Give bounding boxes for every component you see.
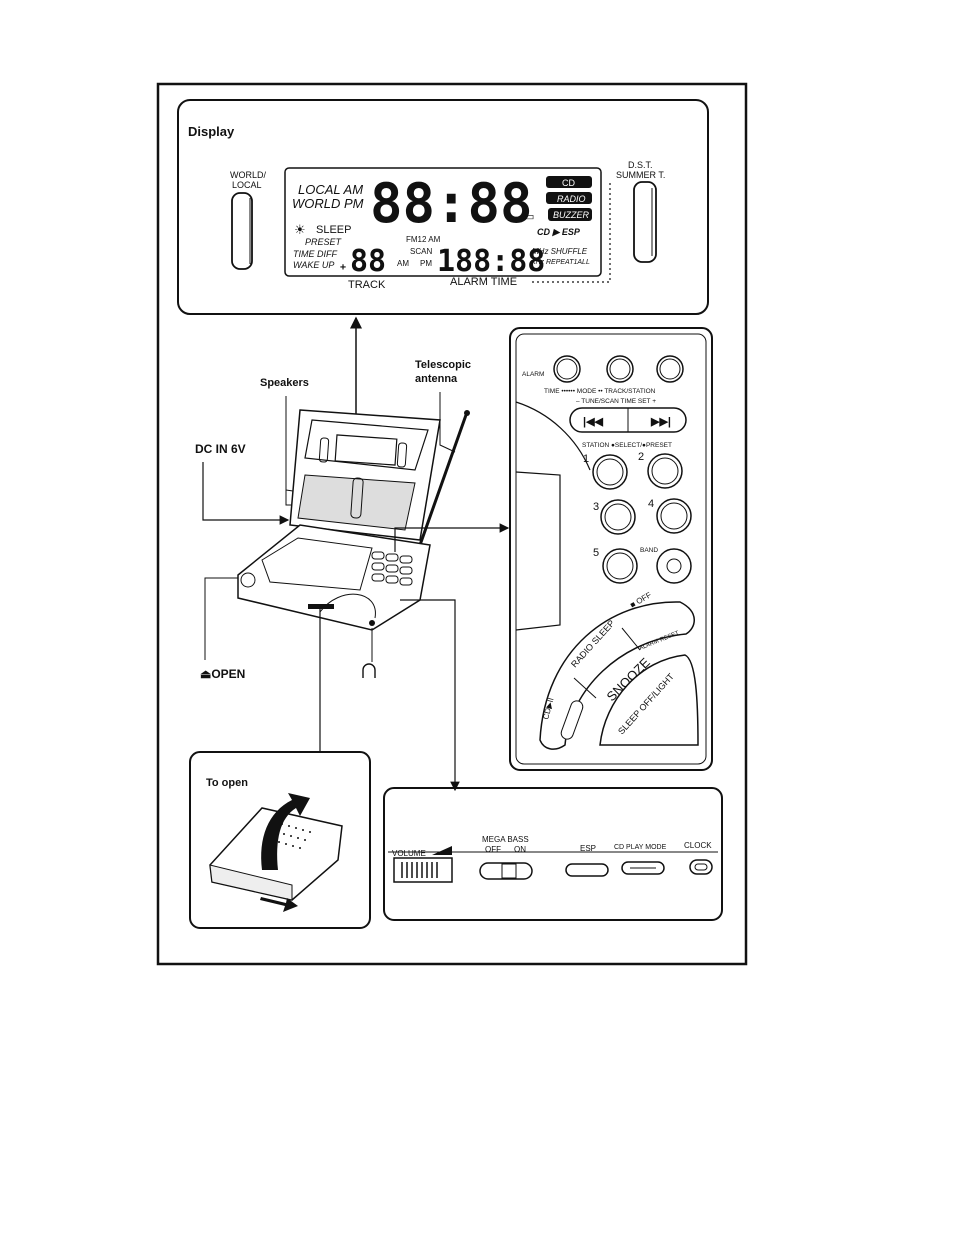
- cd-play-mode-label: CD PLAY MODE: [614, 844, 667, 851]
- preset-1-label: 1: [583, 453, 589, 465]
- display-title: Display: [188, 124, 235, 139]
- preset-3-button[interactable]: [600, 499, 636, 535]
- alarm-time-label: ALARM TIME: [450, 276, 517, 288]
- telescopic-label-1: Telescopic: [415, 359, 471, 371]
- track-station-button[interactable]: [656, 355, 684, 383]
- open-label: ⏏OPEN: [200, 667, 245, 681]
- lcd-world-pm: WORLD PM: [292, 196, 364, 211]
- esp-label: ESP: [580, 844, 596, 853]
- dst-label-2: SUMMER T.: [616, 170, 665, 180]
- clock-button[interactable]: [689, 859, 713, 875]
- time-mode-label: TIME •••••• MODE •• TRACK/STATION: [544, 388, 656, 395]
- display-panel: Display WORLD/ LOCAL D.S.T. SUMMER T. LO…: [177, 99, 709, 315]
- world-local-label-1: WORLD/: [230, 170, 266, 180]
- lcd-cd-esp: CD ▶ ESP: [537, 227, 581, 237]
- volume-wheel[interactable]: [393, 857, 453, 883]
- skip-back-icon[interactable]: |◀◀: [583, 416, 604, 428]
- lcd-mhz-shuffle: MHz SHUFFLE: [532, 247, 588, 256]
- esp-button[interactable]: [565, 863, 609, 877]
- lcd-local-am: LOCAL AM: [298, 182, 363, 197]
- lcd-freq-digits: 188:88: [437, 244, 545, 279]
- lcd-scan: SCAN: [410, 247, 432, 256]
- dc-in-label: DC IN 6V: [195, 442, 246, 456]
- preset-4-button[interactable]: [656, 498, 692, 534]
- svg-text:+: +: [340, 262, 346, 273]
- preset-1-button[interactable]: [592, 454, 628, 490]
- radio-sleep-button[interactable]: [539, 601, 695, 750]
- station-select-label: STATION ●SELECT/●PRESET: [582, 442, 672, 449]
- mega-bass-off-label: OFF: [485, 845, 501, 854]
- sun-icon: ☀: [294, 222, 306, 237]
- track-label: TRACK: [348, 279, 386, 291]
- cd-indicator-label: CD: [562, 178, 575, 188]
- headphone-icon: [362, 663, 376, 678]
- lcd-pm: PM: [420, 259, 432, 268]
- mode-button[interactable]: [606, 355, 634, 383]
- volume-ramp-icon: [432, 846, 452, 855]
- preset-2-button[interactable]: [647, 453, 683, 489]
- preset-5-button[interactable]: [602, 548, 638, 584]
- lcd-wake-up: WAKE UP: [293, 260, 334, 270]
- to-open-panel: To open: [189, 751, 371, 929]
- volume-label: VOLUME: [392, 849, 426, 858]
- to-open-title: To open: [206, 777, 248, 789]
- radio-indicator-label: RADIO: [557, 194, 586, 204]
- radio-indicator: [546, 192, 592, 204]
- skip-forward-icon[interactable]: ▶▶|: [650, 416, 671, 428]
- buzzer-indicator: [548, 208, 592, 221]
- device-illustration: Speakers Telescopic antenna DC IN 6V ⏏OP…: [195, 359, 510, 792]
- band-label: BAND: [640, 547, 658, 554]
- alarm-label: ALARM: [522, 371, 544, 378]
- lcd-screen: LOCAL AM WORLD PM 88:88 ☀ SLEEP PRESET T…: [284, 167, 602, 279]
- tune-scan-label: – TUNE/SCAN TIME SET +: [576, 398, 656, 405]
- lcd-time-diff: TIME DIFF: [293, 249, 337, 259]
- lcd-clock-digits: 88:88: [370, 172, 533, 235]
- lcd-fm12am: FM12 AM: [406, 235, 441, 244]
- world-local-button[interactable]: [231, 192, 253, 270]
- telescopic-label-2: antenna: [415, 373, 458, 385]
- lift-arrow-icon: [261, 793, 310, 870]
- side-panel: VOLUME MEGA BASS OFF ON ESP CD PLAY MODE…: [383, 787, 723, 921]
- buzzer-indicator-label: BUZZER: [553, 210, 590, 220]
- preset-4-label: 4: [648, 498, 654, 510]
- lcd-track-digits: 88: [350, 244, 386, 279]
- snooze-button[interactable]: [599, 654, 699, 746]
- battery-icon: ▭: [524, 211, 534, 223]
- preset-2-label: 2: [638, 451, 644, 463]
- slide-arrow-icon: [260, 897, 298, 912]
- control-panel: ALARM TIME •••••• MODE •• TRACK/STATION …: [509, 327, 713, 771]
- speakers-label: Speakers: [260, 377, 309, 389]
- dst-button[interactable]: [633, 181, 657, 263]
- dst-label-1: D.S.T.: [628, 160, 653, 170]
- cd-indicator: [546, 176, 592, 188]
- lcd-khz-repeat: kHz REPEAT1ALL: [532, 259, 590, 266]
- lcd-sleep: SLEEP: [316, 224, 351, 236]
- outer-frame: [156, 82, 748, 966]
- preset-3-label: 3: [593, 501, 599, 513]
- lcd-preset: PRESET: [305, 237, 343, 247]
- cd-play-button[interactable]: [560, 699, 585, 741]
- world-local-label-2: LOCAL: [232, 180, 262, 190]
- preset-5-label: 5: [593, 547, 599, 559]
- mega-bass-on-label: ON: [514, 845, 526, 854]
- mega-bass-label: MEGA BASS: [482, 835, 529, 844]
- lcd-am: AM: [397, 259, 409, 268]
- alarm-button[interactable]: [553, 355, 581, 383]
- clock-label: CLOCK: [684, 841, 712, 850]
- band-button[interactable]: [656, 548, 692, 584]
